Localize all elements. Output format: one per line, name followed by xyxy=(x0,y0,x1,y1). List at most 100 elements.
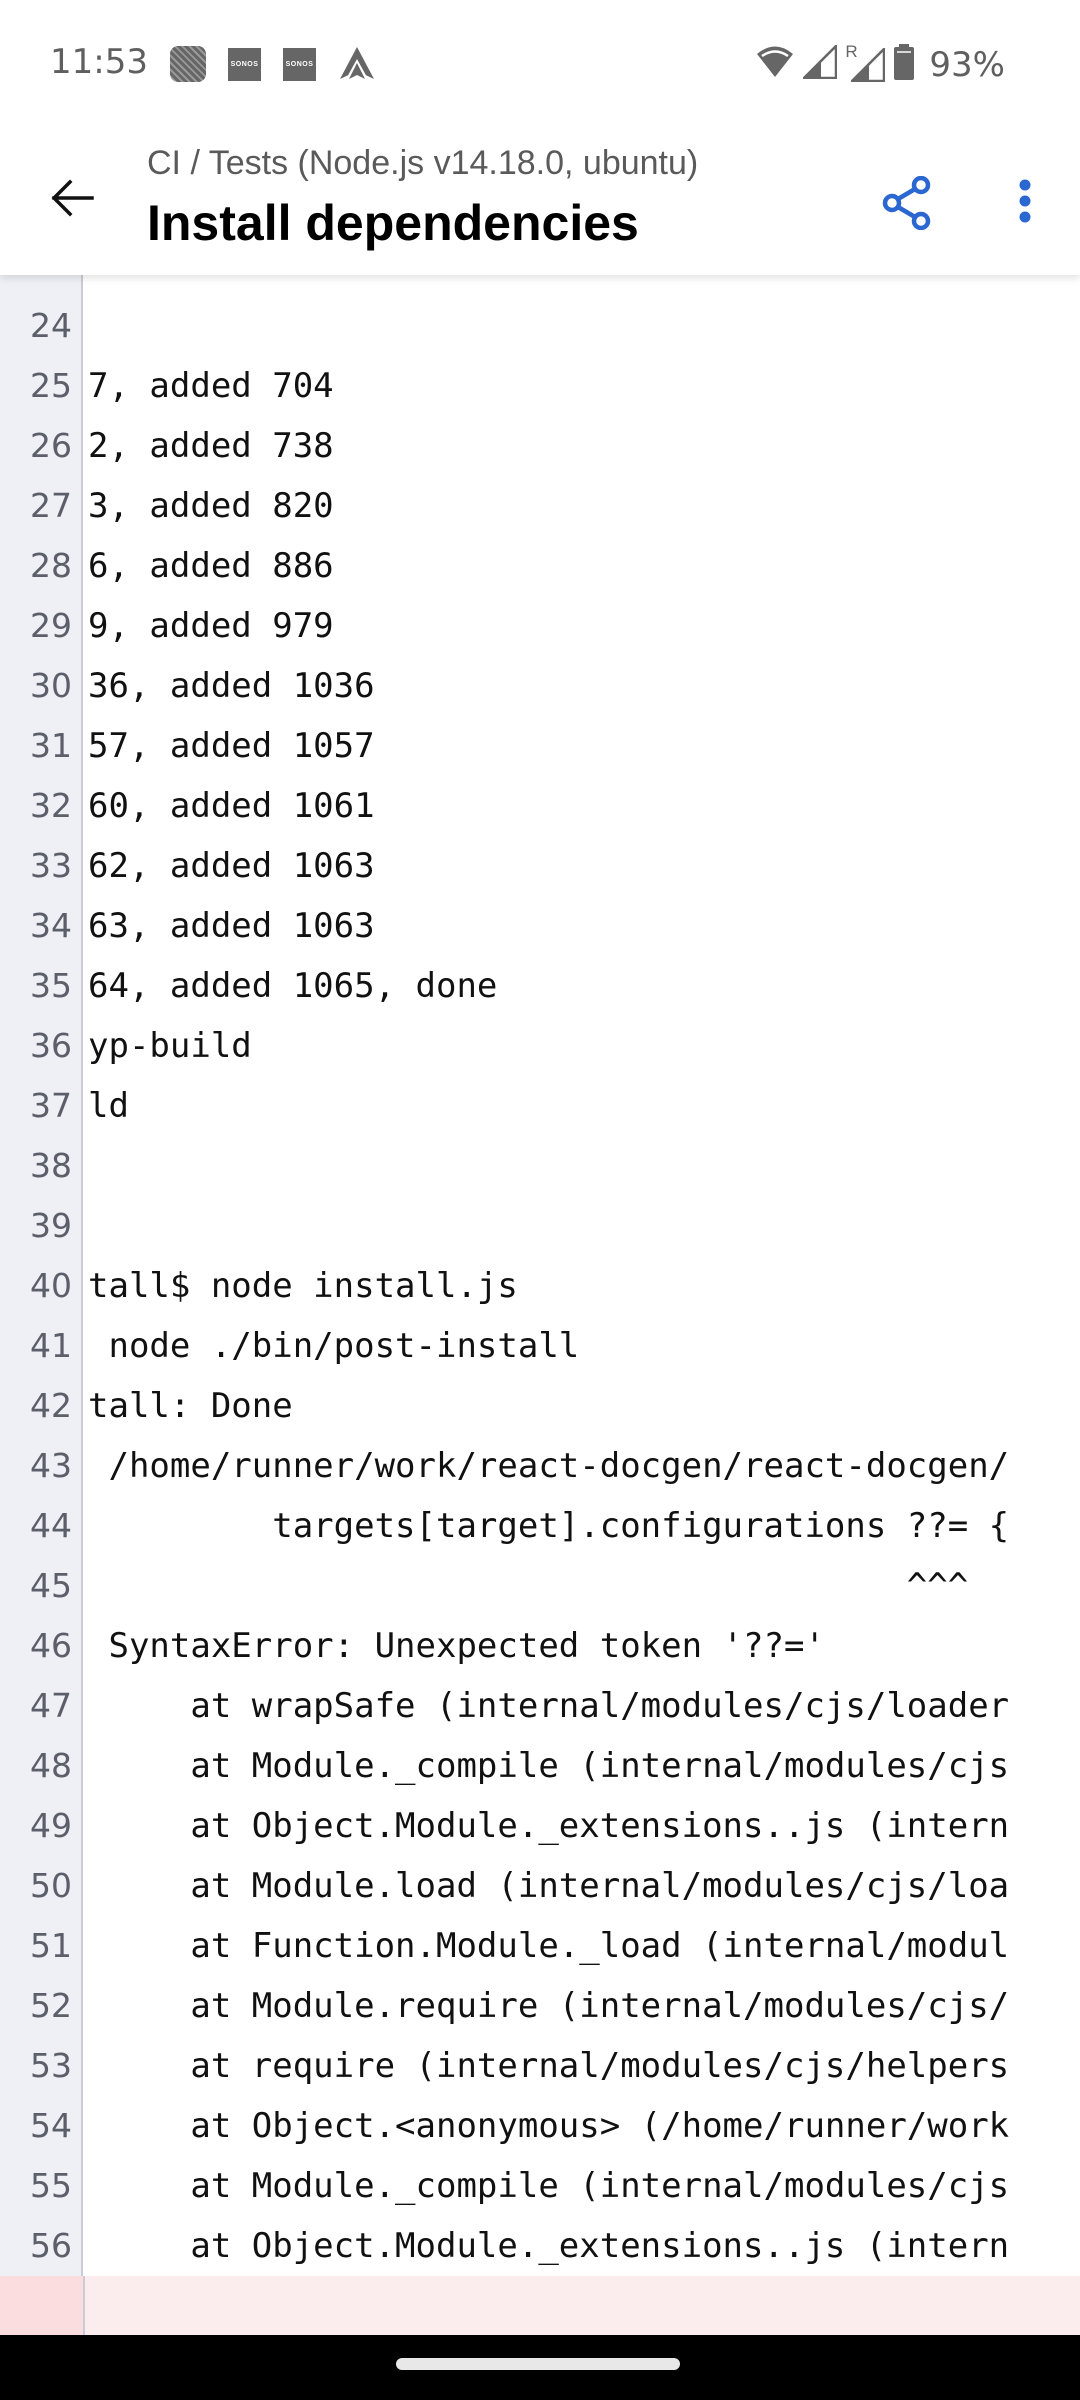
roaming-label: R xyxy=(845,41,858,61)
line-number[interactable]: 24 xyxy=(30,306,72,345)
line-text: 63, added 1063 xyxy=(88,906,375,946)
line-text: at Module._compile (internal/modules/cjs xyxy=(88,1746,1010,1786)
log-line[interactable]: 25 2, added 738 xyxy=(0,296,1080,466)
log-line[interactable]: 47 at Module._compile (internal/modules/… xyxy=(0,1616,1080,1786)
log-line[interactable]: 37 xyxy=(0,1016,1080,1125)
line-number[interactable]: 39 xyxy=(30,1206,72,1245)
line-number[interactable]: 49 xyxy=(30,1806,72,1845)
log-line[interactable]: 32 62, added 1063 xyxy=(0,716,1080,886)
wifi-icon xyxy=(755,45,795,84)
line-number[interactable]: 34 xyxy=(30,906,72,945)
line-number[interactable]: 46 xyxy=(30,1626,72,1665)
back-button[interactable] xyxy=(42,170,102,230)
line-number[interactable]: 48 xyxy=(30,1746,72,1785)
line-text: at Module.load (internal/modules/cjs/loa xyxy=(88,1866,1010,1906)
home-gesture-handle[interactable] xyxy=(396,2358,680,2370)
line-number[interactable]: 40 xyxy=(30,1266,72,1305)
sonos-icon: SONOS xyxy=(228,47,261,81)
line-number[interactable]: 43 xyxy=(30,1446,72,1485)
line-number[interactable]: 27 xyxy=(30,486,72,525)
log-line[interactable]: 24 7, added 704 xyxy=(0,236,1080,406)
youtube-music-icon xyxy=(170,46,206,82)
line-number[interactable]: 33 xyxy=(30,846,72,885)
log-line[interactable]: 49 at Module.load (internal/modules/cjs/… xyxy=(0,1736,1080,1906)
log-line[interactable]: 46 at wrapSafe (internal/modules/cjs/loa… xyxy=(0,1556,1080,1726)
line-number[interactable]: 51 xyxy=(30,1926,72,1965)
notification-icons: SONOS SONOS xyxy=(170,45,376,83)
line-text: ^^^ xyxy=(88,1566,969,1606)
log-line[interactable]: 30 57, added 1057 xyxy=(0,596,1080,766)
line-number[interactable]: 26 xyxy=(30,426,72,465)
log-line[interactable]: 31 60, added 1061 xyxy=(0,656,1080,826)
line-number[interactable]: 47 xyxy=(30,1686,72,1725)
log-line[interactable]: 45 SyntaxError: Unexpected token '??=' xyxy=(0,1496,1080,1666)
arrow-back-icon xyxy=(50,178,94,223)
line-text: ld xyxy=(88,1086,129,1126)
log-line[interactable]: 40 node ./bin/post-install xyxy=(0,1196,1080,1366)
line-number[interactable]: 54 xyxy=(30,2106,72,2145)
line-number[interactable]: 52 xyxy=(30,1986,72,2025)
status-time: 11:53 xyxy=(50,42,148,82)
line-number[interactable]: 41 xyxy=(30,1326,72,1365)
log-line[interactable]: 51 at Module.require (internal/modules/c… xyxy=(0,1856,1080,2026)
line-number[interactable]: 44 xyxy=(30,1506,72,1545)
log-line[interactable]: 43 targets[target].configurations ??= { xyxy=(0,1376,1080,1546)
log-line[interactable]: 44 ^^^ xyxy=(0,1436,1080,1606)
line-number[interactable]: 45 xyxy=(30,1566,72,1605)
log-line[interactable]: 50 at Function.Module._load (internal/mo… xyxy=(0,1796,1080,1966)
navigation-bar xyxy=(0,2335,1080,2400)
log-line[interactable]: 41 tall: Done xyxy=(0,1256,1080,1426)
log-line[interactable]: 42 /home/runner/work/react-docgen/react-… xyxy=(0,1316,1080,1486)
line-text: 57, added 1057 xyxy=(88,726,375,766)
log-line[interactable]: 29 36, added 1036 xyxy=(0,536,1080,706)
line-text: 3, added 820 xyxy=(88,486,334,526)
line-number[interactable]: 25 xyxy=(30,366,72,405)
more-options-button[interactable] xyxy=(1000,170,1050,240)
line-number-gutter xyxy=(0,130,83,2335)
log-line[interactable]: 58 xyxy=(0,2276,1080,2335)
line-number[interactable]: 56 xyxy=(30,2226,72,2265)
line-number[interactable]: 32 xyxy=(30,786,72,825)
log-view[interactable]: 24 7, added 704 25 2, added 738 26 3, ad… xyxy=(0,130,1080,2335)
log-line[interactable]: 35 yp-build xyxy=(0,896,1080,1066)
battery-icon xyxy=(893,44,915,85)
line-number[interactable]: 36 xyxy=(30,1026,72,1065)
line-number[interactable]: 35 xyxy=(30,966,72,1005)
log-line[interactable]: 38 xyxy=(0,1076,1080,1185)
log-line[interactable]: 54 at Module._compile (internal/modules/… xyxy=(0,2036,1080,2206)
log-line[interactable]: 52 at require (internal/modules/cjs/help… xyxy=(0,1916,1080,2086)
line-number[interactable]: 42 xyxy=(30,1386,72,1425)
log-line[interactable]: 57 xyxy=(0,2216,1080,2325)
log-line[interactable]: 28 9, added 979 xyxy=(0,476,1080,646)
page-title: Install dependencies xyxy=(147,195,639,251)
line-text: yp-build xyxy=(88,1026,252,1066)
line-number[interactable]: 37 xyxy=(30,1086,72,1125)
line-number[interactable]: 38 xyxy=(30,1146,72,1185)
line-text: 60, added 1061 xyxy=(88,786,375,826)
log-line[interactable]: 33 63, added 1063 xyxy=(0,776,1080,946)
line-number[interactable]: 50 xyxy=(30,1866,72,1905)
line-text: at Object.Module._extensions..js (intern xyxy=(88,2226,1010,2266)
log-line[interactable]: 26 3, added 820 xyxy=(0,356,1080,526)
app-bar: CI / Tests (Node.js v14.18.0, ubuntu) In… xyxy=(0,130,1080,275)
log-line[interactable]: 48 at Object.Module._extensions..js (int… xyxy=(0,1676,1080,1846)
line-text: tall$ node install.js xyxy=(88,1266,518,1306)
line-number[interactable]: 28 xyxy=(30,546,72,585)
log-line[interactable]: 56 Failed xyxy=(0,2156,1080,2326)
log-line[interactable]: 39 tall$ node install.js xyxy=(0,1136,1080,1306)
log-line[interactable]: 36 ld xyxy=(0,956,1080,1126)
line-text: targets[target].configurations ??= { xyxy=(88,1506,1010,1546)
line-number[interactable]: 31 xyxy=(30,726,72,765)
sonos-label: SONOS xyxy=(285,60,314,68)
log-line[interactable]: 55 at Object.Module._extensions..js (int… xyxy=(0,2096,1080,2266)
log-line[interactable]: 53 at Object.<anonymous> (/home/runner/w… xyxy=(0,1976,1080,2146)
signal-icon xyxy=(801,42,838,84)
share-button[interactable] xyxy=(872,170,942,240)
line-number[interactable]: 53 xyxy=(30,2046,72,2085)
log-line[interactable]: 27 6, added 886 xyxy=(0,416,1080,586)
line-number[interactable]: 29 xyxy=(30,606,72,645)
line-number[interactable]: 55 xyxy=(30,2166,72,2205)
line-text: at Module.require (internal/modules/cjs/ xyxy=(88,1986,1010,2026)
log-line[interactable]: 34 64, added 1065, done xyxy=(0,836,1080,1006)
line-number[interactable]: 30 xyxy=(30,666,72,705)
